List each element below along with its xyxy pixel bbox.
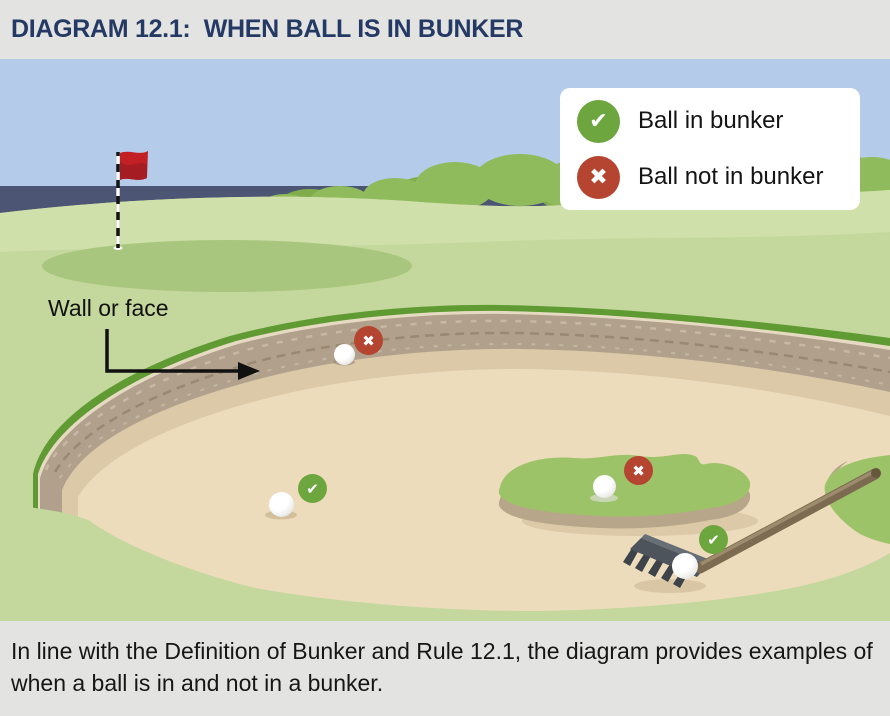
- cross-icon: ✖: [577, 155, 620, 199]
- rake-icon: [623, 468, 881, 593]
- caption-line-1: In line with the Definition of Bunker an…: [11, 638, 873, 664]
- flagstick-icon: [113, 151, 148, 250]
- check-icon: ✔: [577, 99, 620, 143]
- legend: ✔ Ball in bunker ✖ Ball not in bunker: [560, 88, 860, 210]
- caption-line-2: when a ball is in and not in a bunker.: [11, 670, 384, 696]
- golf-ball-on-grass-island: [593, 475, 616, 498]
- header: DIAGRAM 12.1: WHEN BALL IS IN BUNKER: [0, 0, 890, 59]
- legend-row-not-in-bunker: ✖ Ball not in bunker: [577, 155, 860, 199]
- wall-or-face-label: Wall or face: [48, 295, 169, 321]
- legend-label: Ball not in bunker: [638, 163, 824, 190]
- grass-island: [498, 454, 758, 536]
- golf-ball-on-sand: [269, 492, 294, 517]
- cross-marker-wall: ✖: [354, 326, 383, 355]
- wall-arrow: [105, 329, 260, 380]
- check-marker-rake: ✔: [699, 525, 728, 554]
- caption: In line with the Definition of Bunker an…: [0, 621, 890, 716]
- golf-ball-on-rake: [672, 553, 698, 579]
- legend-row-in-bunker: ✔ Ball in bunker: [577, 99, 860, 143]
- golf-ball-on-wall: [334, 344, 355, 365]
- cross-marker-island: ✖: [624, 456, 653, 485]
- putting-green: [42, 240, 412, 292]
- page-title: DIAGRAM 12.1: WHEN BALL IS IN BUNKER: [11, 15, 524, 43]
- check-marker-sand: ✔: [298, 474, 327, 503]
- legend-label: Ball in bunker: [638, 107, 784, 134]
